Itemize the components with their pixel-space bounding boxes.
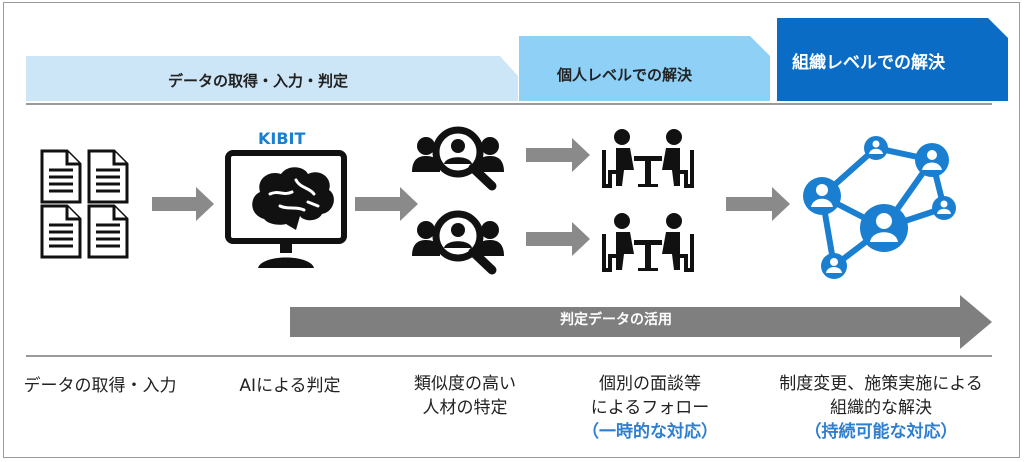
flow-arrow-1 bbox=[152, 187, 214, 221]
network-node bbox=[803, 177, 841, 215]
people-search-icon bbox=[412, 126, 504, 275]
network-node bbox=[864, 136, 888, 160]
brain-monitor-icon bbox=[225, 150, 347, 268]
caption-individual-followup: 個別の面談等 によるフォロー （一時的な対応） bbox=[582, 374, 718, 442]
phase-label-2: 個人レベルでの解決 bbox=[557, 66, 693, 84]
phase-band-1 bbox=[26, 56, 518, 101]
network-node bbox=[915, 143, 949, 177]
caption-organizational-solution: 制度変更、施策実施による 組織的な解決 （持続可能な対応） bbox=[779, 374, 983, 442]
caption-ai-judgment: AIによる判定 bbox=[239, 376, 341, 396]
flow-arrow-2 bbox=[355, 187, 418, 221]
documents-icon bbox=[40, 149, 129, 259]
network-icon bbox=[803, 136, 956, 279]
flow-arrow-5 bbox=[726, 187, 790, 221]
caption-divider bbox=[26, 355, 992, 357]
caption-data-input: データの取得・入力 bbox=[23, 376, 177, 396]
kibit-label: KIBIT bbox=[258, 129, 306, 148]
phase-label-1: データの取得・入力・判定 bbox=[168, 72, 349, 90]
data-utilization-label: 判定データの活用 bbox=[560, 312, 672, 328]
network-node bbox=[821, 253, 847, 279]
phase-band-2 bbox=[519, 36, 770, 101]
diagram-frame bbox=[3, 2, 1020, 458]
header-divider bbox=[26, 103, 992, 105]
flow-arrow-4 bbox=[526, 222, 590, 256]
meeting-icon bbox=[602, 129, 694, 272]
phase-band-3 bbox=[777, 18, 1008, 101]
flow-arrow-3 bbox=[526, 138, 590, 172]
network-node bbox=[860, 204, 908, 252]
data-utilization-arrow bbox=[290, 295, 992, 349]
network-node bbox=[932, 196, 956, 220]
caption-similar-talent: 類似度の高い 人材の特定 bbox=[414, 374, 516, 418]
phase-label-3: 組織レベルでの解決 bbox=[792, 53, 945, 73]
